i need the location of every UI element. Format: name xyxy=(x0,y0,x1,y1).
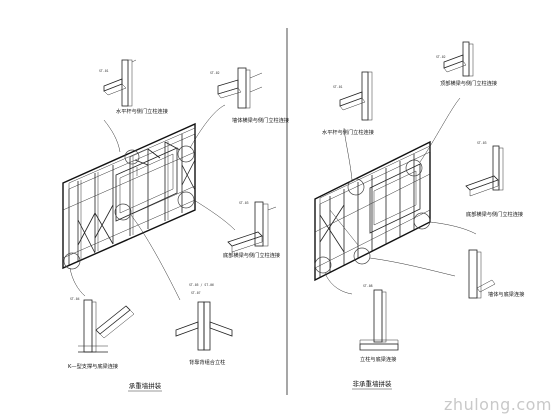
rdetail-bottom-left: ST-08 立柱与底梁连接 xyxy=(359,284,399,363)
left-section-title: 承重墙拼装 xyxy=(129,381,162,390)
callout-label: 底部横梁与侧门立柱连接 xyxy=(223,251,280,259)
leader-lines xyxy=(324,97,477,295)
watermark-text: zhulong.com xyxy=(444,395,552,414)
left-wall-frame xyxy=(62,122,196,270)
callout-label: 水平杆与侧门立柱连接 xyxy=(116,107,168,115)
right-wall-frame xyxy=(314,140,431,282)
detail-top-right: ST-02 墙体横梁与侧门立柱连接 xyxy=(210,67,289,124)
callout-label: 墙体与底梁连接 xyxy=(488,290,524,298)
callout-circle xyxy=(177,191,195,209)
callout-circle xyxy=(353,247,371,265)
callout-circle xyxy=(314,256,332,274)
rdetail-bottom-right: 墙体与底梁连接 xyxy=(468,249,524,299)
svg-text:ST-03: ST-03 xyxy=(477,141,487,145)
detail-top-left: ST-01 水平杆与侧门立柱连接 xyxy=(99,59,168,115)
right-section-title: 非承重墙拼装 xyxy=(353,379,393,388)
callout-circle xyxy=(413,212,431,230)
detail-bottom-left: ST-04 K—型支撑与底梁连接 xyxy=(68,297,135,370)
leader-lines xyxy=(69,104,236,301)
svg-text:ST-02: ST-02 xyxy=(436,55,446,59)
callout-circle xyxy=(405,159,423,177)
detail-bottom-right: ST-05 / ST-06 ST-07 背靠背组合立柱 xyxy=(175,283,233,366)
svg-text:ST-07: ST-07 xyxy=(191,291,201,295)
callout-circle xyxy=(347,178,365,196)
detail-mid-right: ST-03 底部横梁与侧门立柱连接 xyxy=(223,201,280,259)
rdetail-top-right: ST-02 顶部横梁与侧门立柱连接 xyxy=(436,41,497,87)
callout-circle xyxy=(114,203,132,221)
svg-text:ST-03: ST-03 xyxy=(239,201,249,205)
svg-text:ST-01: ST-01 xyxy=(99,69,109,73)
rdetail-mid-right: ST-03 底部横梁与侧门立柱连接 xyxy=(465,141,523,218)
callout-label: 顶部横梁与侧门立柱连接 xyxy=(440,79,497,87)
svg-text:ST-01: ST-01 xyxy=(333,85,343,89)
watermark: zhulong.com xyxy=(444,395,552,414)
svg-text:ST-02: ST-02 xyxy=(210,71,220,75)
callout-label: K—型支撑与底梁连接 xyxy=(68,362,118,370)
callout-label: 立柱与底梁连接 xyxy=(360,355,396,363)
callout-label: 水平杆与侧门立柱连接 xyxy=(322,128,374,136)
callout-circle xyxy=(177,145,195,163)
callout-circle xyxy=(124,149,140,165)
callout-label: 背靠背组合立柱 xyxy=(189,358,225,366)
callout-label: 底部横梁与侧门立柱连接 xyxy=(466,210,523,218)
svg-text:ST-05 / ST-06: ST-05 / ST-06 xyxy=(189,283,214,287)
svg-text:ST-08: ST-08 xyxy=(363,284,373,288)
callout-circle xyxy=(63,252,81,270)
svg-text:ST-04: ST-04 xyxy=(70,297,80,301)
callout-label: 墙体横梁与侧门立柱连接 xyxy=(232,116,289,124)
rdetail-top-left: ST-01 水平杆与侧门立柱连接 xyxy=(322,71,374,136)
